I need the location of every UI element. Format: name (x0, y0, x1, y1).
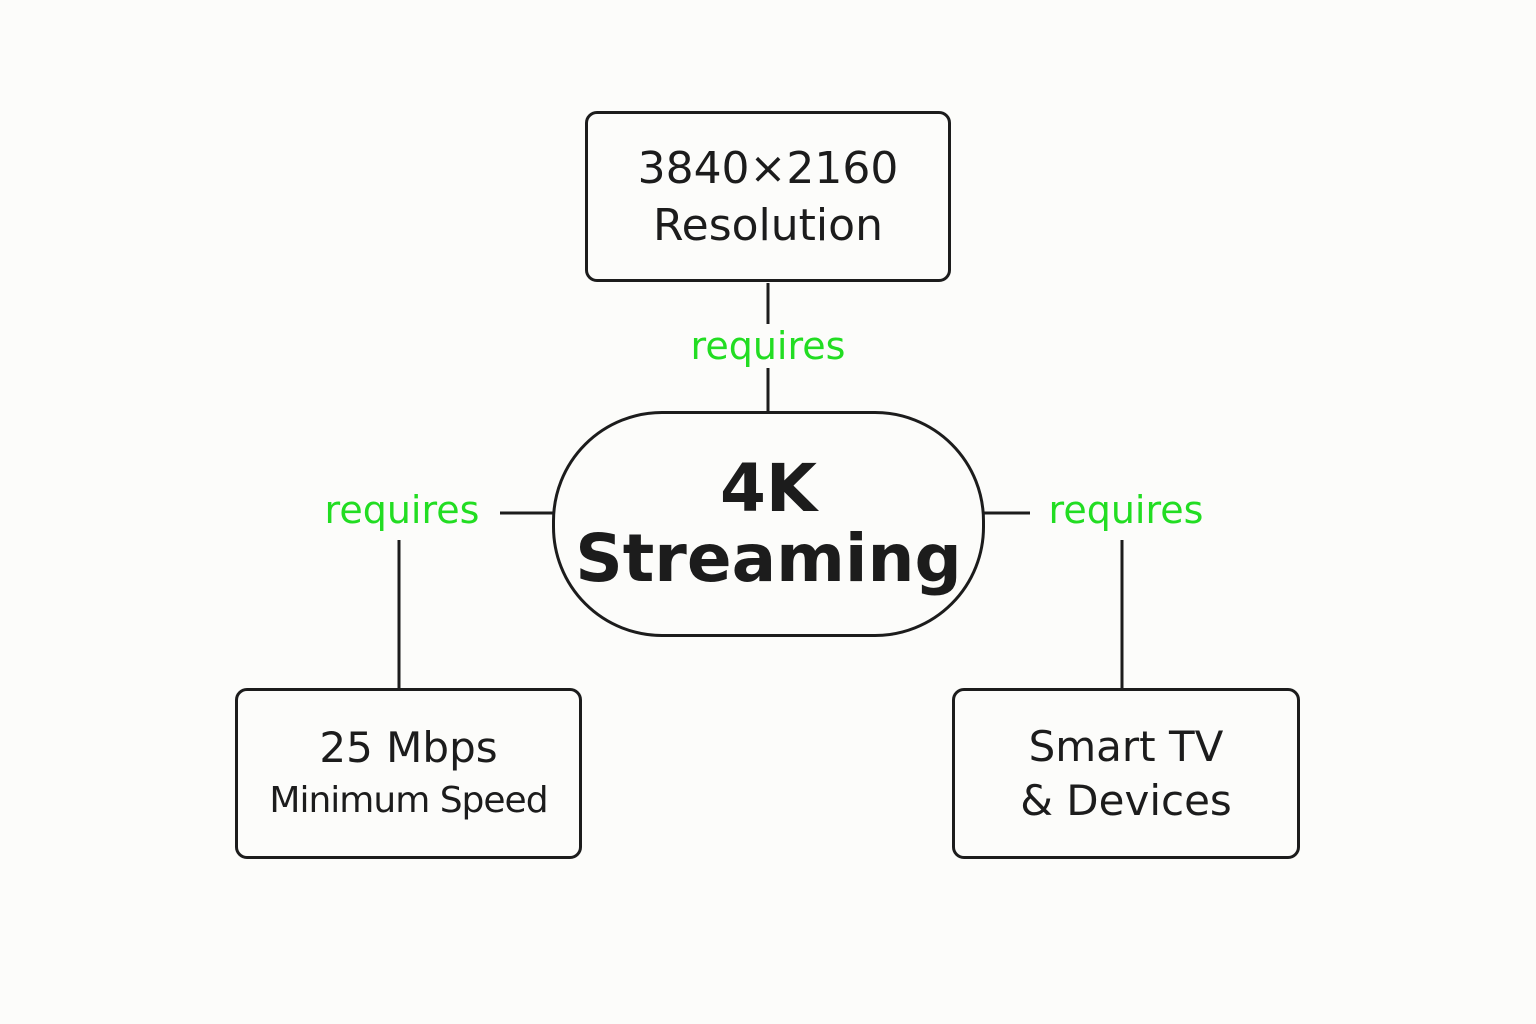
node-devices-line2: & Devices (1020, 775, 1232, 825)
edge-label-left: requires (324, 488, 480, 532)
node-center-line1: 4K (719, 450, 818, 527)
node-devices-line1: Smart TV (1028, 721, 1224, 771)
node-speed: 25 Mbps Minimum Speed (235, 688, 582, 859)
node-speed-line2: Minimum Speed (269, 779, 548, 821)
node-devices: Smart TV & Devices (952, 688, 1300, 859)
node-speed-line1: 25 Mbps (319, 722, 498, 772)
node-center-line2: Streaming (575, 520, 962, 597)
node-resolution: 3840×2160 Resolution (585, 111, 951, 282)
node-resolution-line1: 3840×2160 (637, 142, 899, 194)
edge-label-right: requires (1048, 488, 1204, 532)
edge-label-top: requires (690, 324, 846, 368)
node-resolution-line2: Resolution (653, 199, 883, 251)
node-center: 4K Streaming (552, 411, 985, 637)
